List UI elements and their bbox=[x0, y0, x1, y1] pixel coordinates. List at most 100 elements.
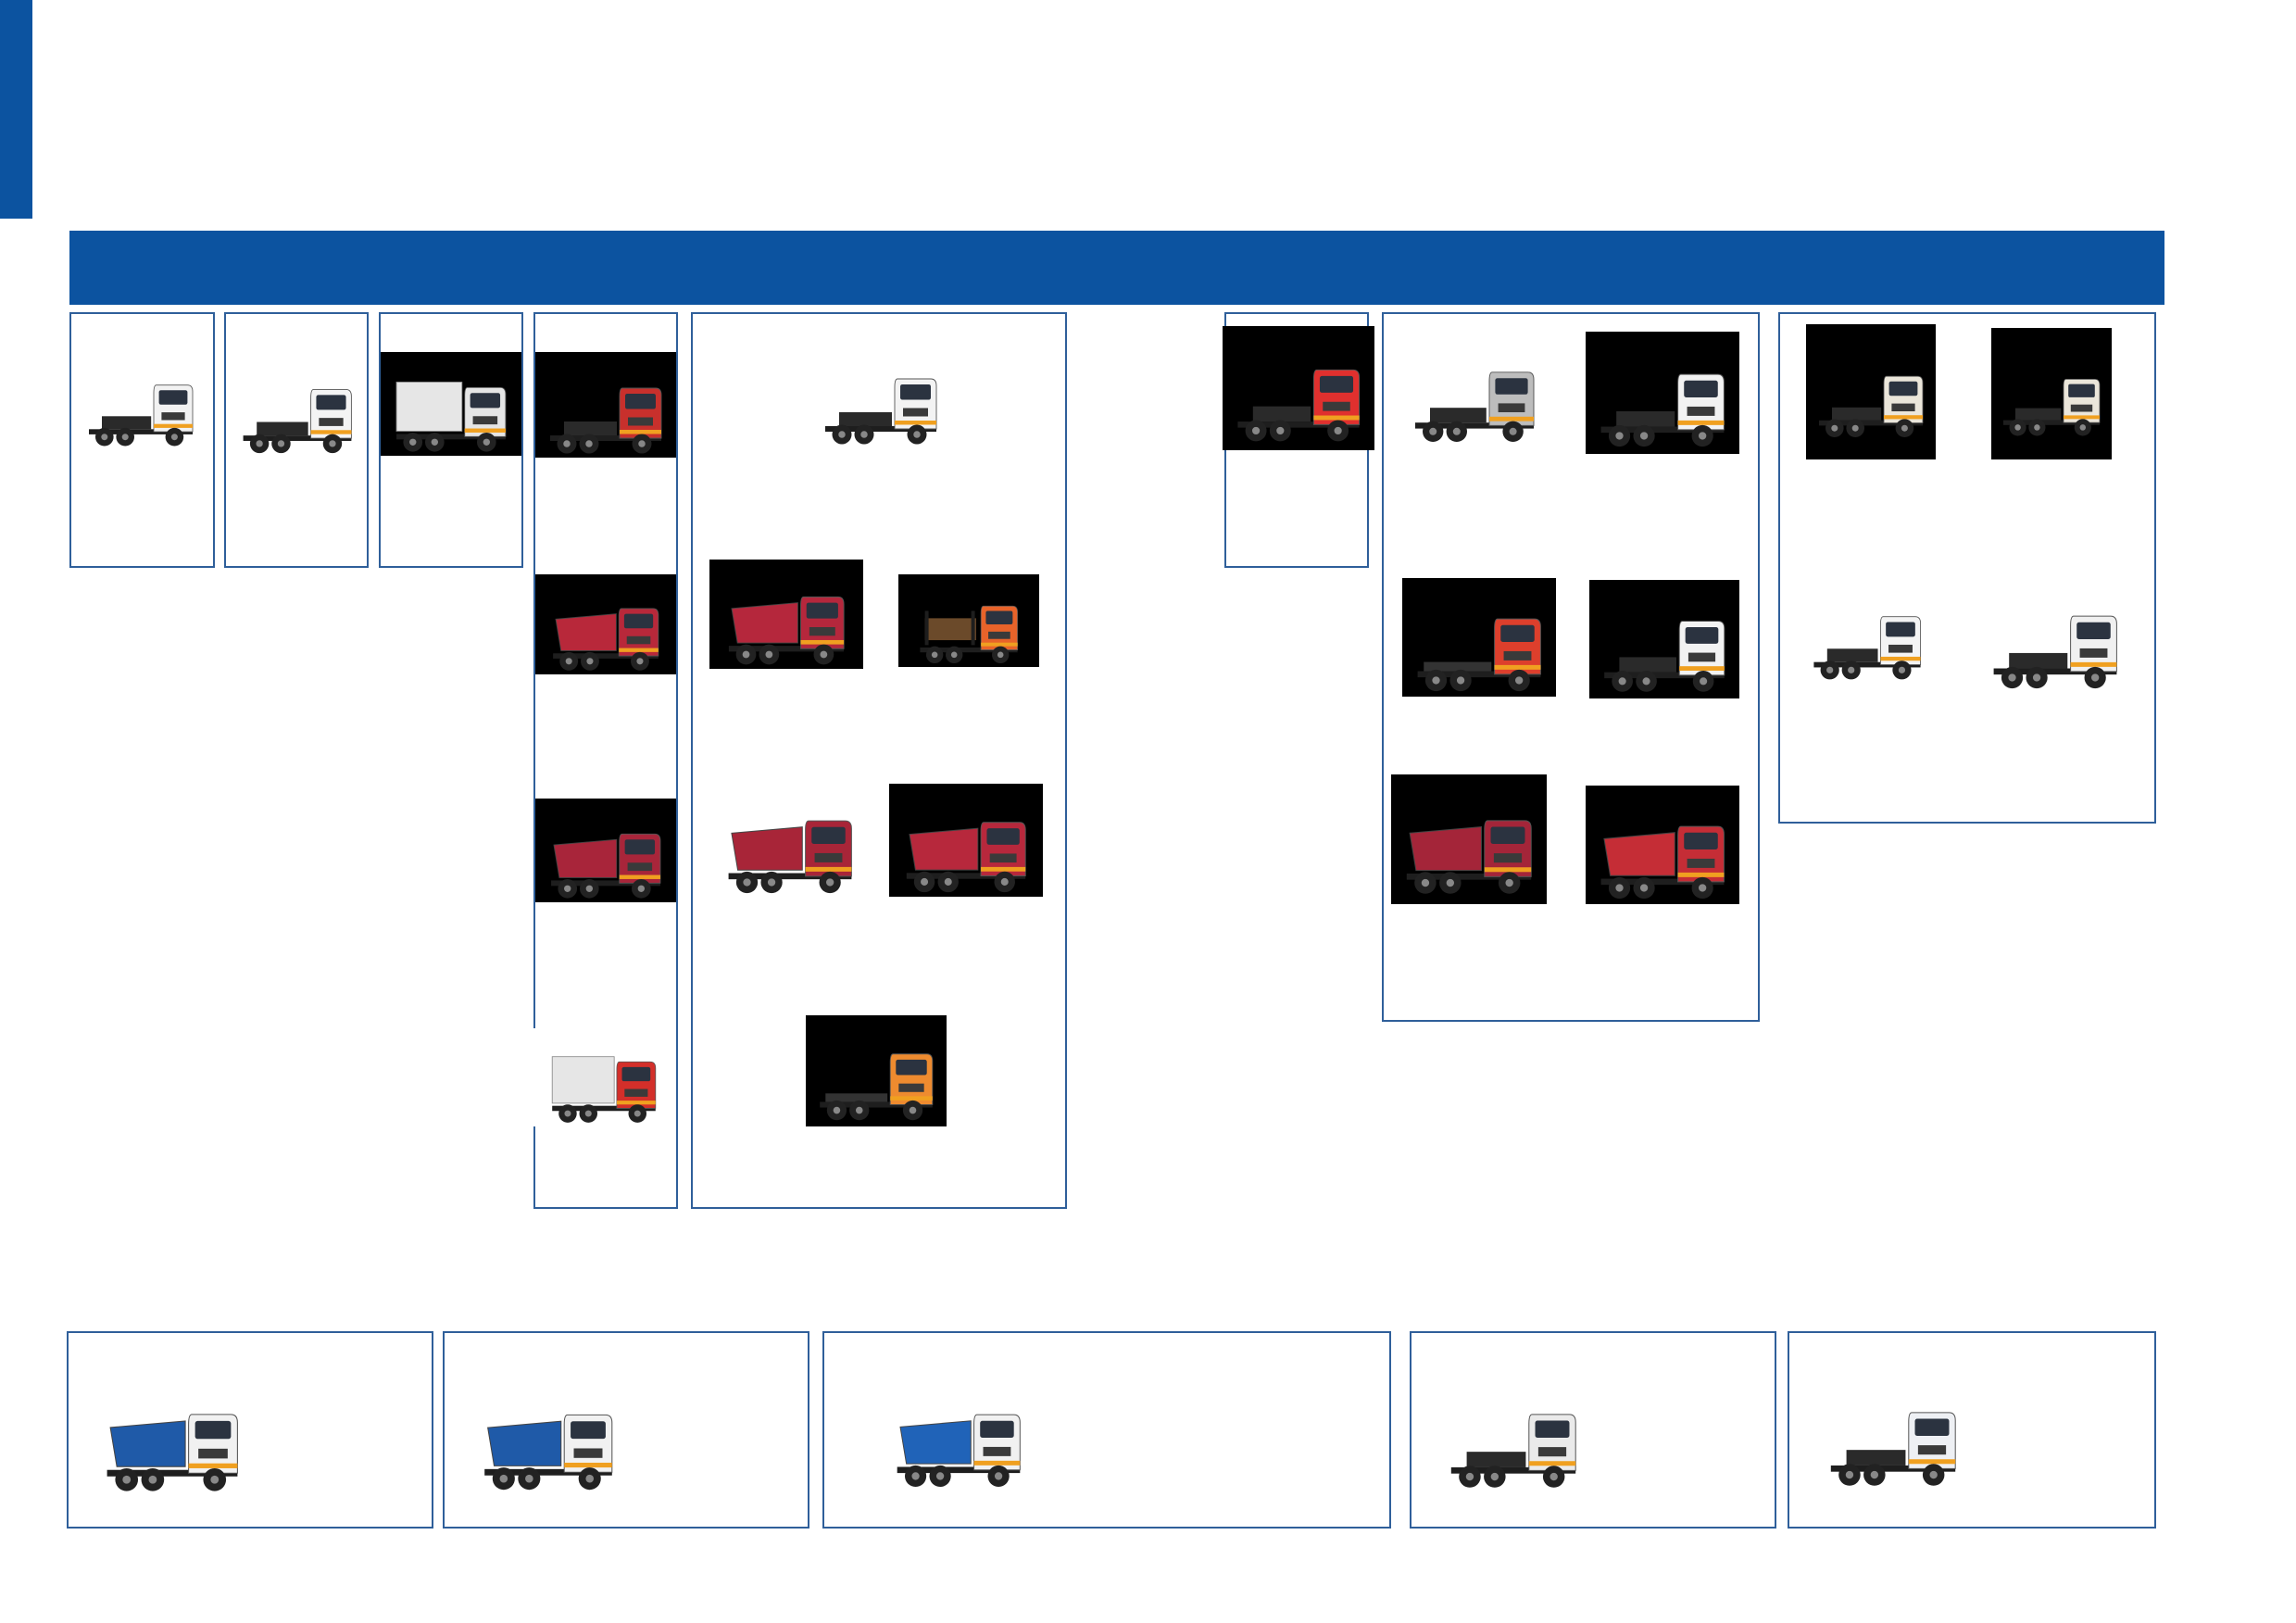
truck-cab bbox=[1484, 820, 1532, 877]
dump-body bbox=[909, 827, 979, 871]
chassis-frame bbox=[1424, 661, 1492, 672]
dump-body bbox=[731, 826, 803, 871]
truck-photo bbox=[535, 352, 676, 458]
dump-body bbox=[487, 1420, 562, 1466]
truck-photo bbox=[889, 784, 1043, 897]
truck-photo bbox=[709, 560, 863, 669]
fifth-wheel bbox=[564, 421, 617, 435]
truck-dump-icon bbox=[484, 1414, 613, 1491]
truck-cab bbox=[1879, 616, 1922, 665]
truck-tractor-icon bbox=[1993, 615, 2117, 689]
truck-tractor-icon bbox=[1604, 621, 1725, 692]
truck-photo bbox=[230, 354, 365, 458]
dump-body bbox=[731, 602, 798, 644]
fifth-wheel bbox=[1826, 648, 1878, 662]
truck-tractor-icon bbox=[1600, 373, 1725, 447]
truck-photo bbox=[1586, 332, 1739, 454]
fifth-wheel bbox=[1832, 407, 1882, 421]
truck-photo bbox=[1589, 580, 1739, 698]
fifth-wheel bbox=[839, 412, 892, 426]
truck-photo bbox=[1223, 326, 1374, 450]
truck-dump-icon bbox=[1406, 820, 1532, 894]
dump-body bbox=[1603, 832, 1675, 876]
truck-cab bbox=[563, 1414, 613, 1473]
truck-photo bbox=[1402, 578, 1556, 697]
brand-side-bar bbox=[0, 0, 32, 219]
truck-photo bbox=[535, 574, 676, 674]
truck-tractor-icon bbox=[1237, 369, 1361, 442]
truck-cab bbox=[618, 608, 659, 657]
truck-tractor-icon bbox=[1819, 375, 1924, 437]
truck-cab bbox=[2070, 615, 2117, 673]
truck-chassis-icon bbox=[1417, 618, 1541, 692]
truck-photo bbox=[811, 326, 950, 465]
truck-tractor-icon bbox=[243, 389, 352, 454]
truck-photo bbox=[1815, 1365, 1971, 1497]
fifth-wheel bbox=[257, 421, 308, 436]
fifth-wheel bbox=[1252, 406, 1311, 422]
truck-photo bbox=[1800, 565, 1934, 700]
truck-dump-icon bbox=[728, 596, 845, 665]
fifth-wheel bbox=[1846, 1450, 1906, 1466]
chassis-frame bbox=[825, 1093, 888, 1102]
truck-photo bbox=[91, 1371, 254, 1497]
truck-cab bbox=[889, 1053, 934, 1105]
section-header-band bbox=[69, 231, 2164, 305]
truck-photo bbox=[1391, 774, 1547, 904]
truck-photo bbox=[806, 1015, 947, 1126]
truck-cab bbox=[188, 1414, 238, 1474]
fifth-wheel bbox=[102, 416, 152, 430]
truck-cab bbox=[464, 386, 507, 437]
fifth-wheel bbox=[1430, 408, 1487, 423]
fifth-wheel bbox=[1619, 657, 1676, 673]
dump-body bbox=[553, 838, 618, 878]
fifth-wheel bbox=[1466, 1452, 1526, 1467]
dump-body bbox=[109, 1420, 186, 1467]
fifth-wheel bbox=[2009, 652, 2068, 669]
truck-cab bbox=[1677, 825, 1725, 883]
truck-cab bbox=[616, 1061, 657, 1109]
truck-photo bbox=[381, 352, 521, 456]
truck-dump-icon bbox=[1600, 825, 1725, 900]
truck-dump-icon bbox=[906, 822, 1026, 893]
truck-dump-icon bbox=[551, 833, 661, 899]
truck-cab bbox=[973, 1414, 1021, 1471]
truck-cab bbox=[2063, 379, 2101, 423]
truck-cab bbox=[1883, 375, 1924, 424]
truck-photo bbox=[1806, 324, 1936, 459]
dump-body bbox=[899, 1420, 972, 1465]
truck-cab bbox=[980, 822, 1026, 877]
truck-tractor-icon bbox=[1415, 371, 1535, 442]
truck-tractor-icon bbox=[89, 384, 194, 447]
dump-body bbox=[555, 613, 617, 651]
truck-cab bbox=[894, 378, 937, 430]
truck-cab bbox=[1528, 1414, 1576, 1471]
truck-cab bbox=[1677, 373, 1725, 431]
truck-cab bbox=[1678, 621, 1725, 676]
truck-photo bbox=[1586, 786, 1739, 904]
truck-photo bbox=[1991, 328, 2112, 459]
fifth-wheel bbox=[2015, 408, 2062, 421]
truck-dump-icon bbox=[897, 1414, 1021, 1488]
truck-dump-icon bbox=[107, 1414, 238, 1491]
dump-body bbox=[1409, 826, 1482, 872]
truck-photo bbox=[532, 1028, 676, 1126]
van-body bbox=[551, 1056, 615, 1104]
van-body bbox=[395, 381, 463, 432]
truck-cab bbox=[980, 605, 1019, 650]
truck-van-icon bbox=[551, 1056, 657, 1123]
truck-tractor-icon bbox=[1813, 616, 1922, 680]
truck-photo bbox=[535, 799, 676, 902]
truck-cab bbox=[1908, 1412, 1956, 1469]
truck-tractor-icon bbox=[825, 378, 937, 445]
truck-cab bbox=[800, 596, 845, 649]
truck-cab bbox=[1488, 371, 1535, 426]
truck-photo bbox=[852, 1375, 1065, 1491]
truck-tractor-icon bbox=[550, 387, 662, 454]
truck-tractor-icon bbox=[1830, 1412, 1956, 1486]
timber-load bbox=[924, 618, 976, 641]
truck-photo bbox=[1400, 328, 1549, 452]
truck-cab bbox=[310, 389, 352, 439]
truck-timber-icon bbox=[920, 605, 1019, 664]
truck-cab bbox=[619, 387, 662, 439]
